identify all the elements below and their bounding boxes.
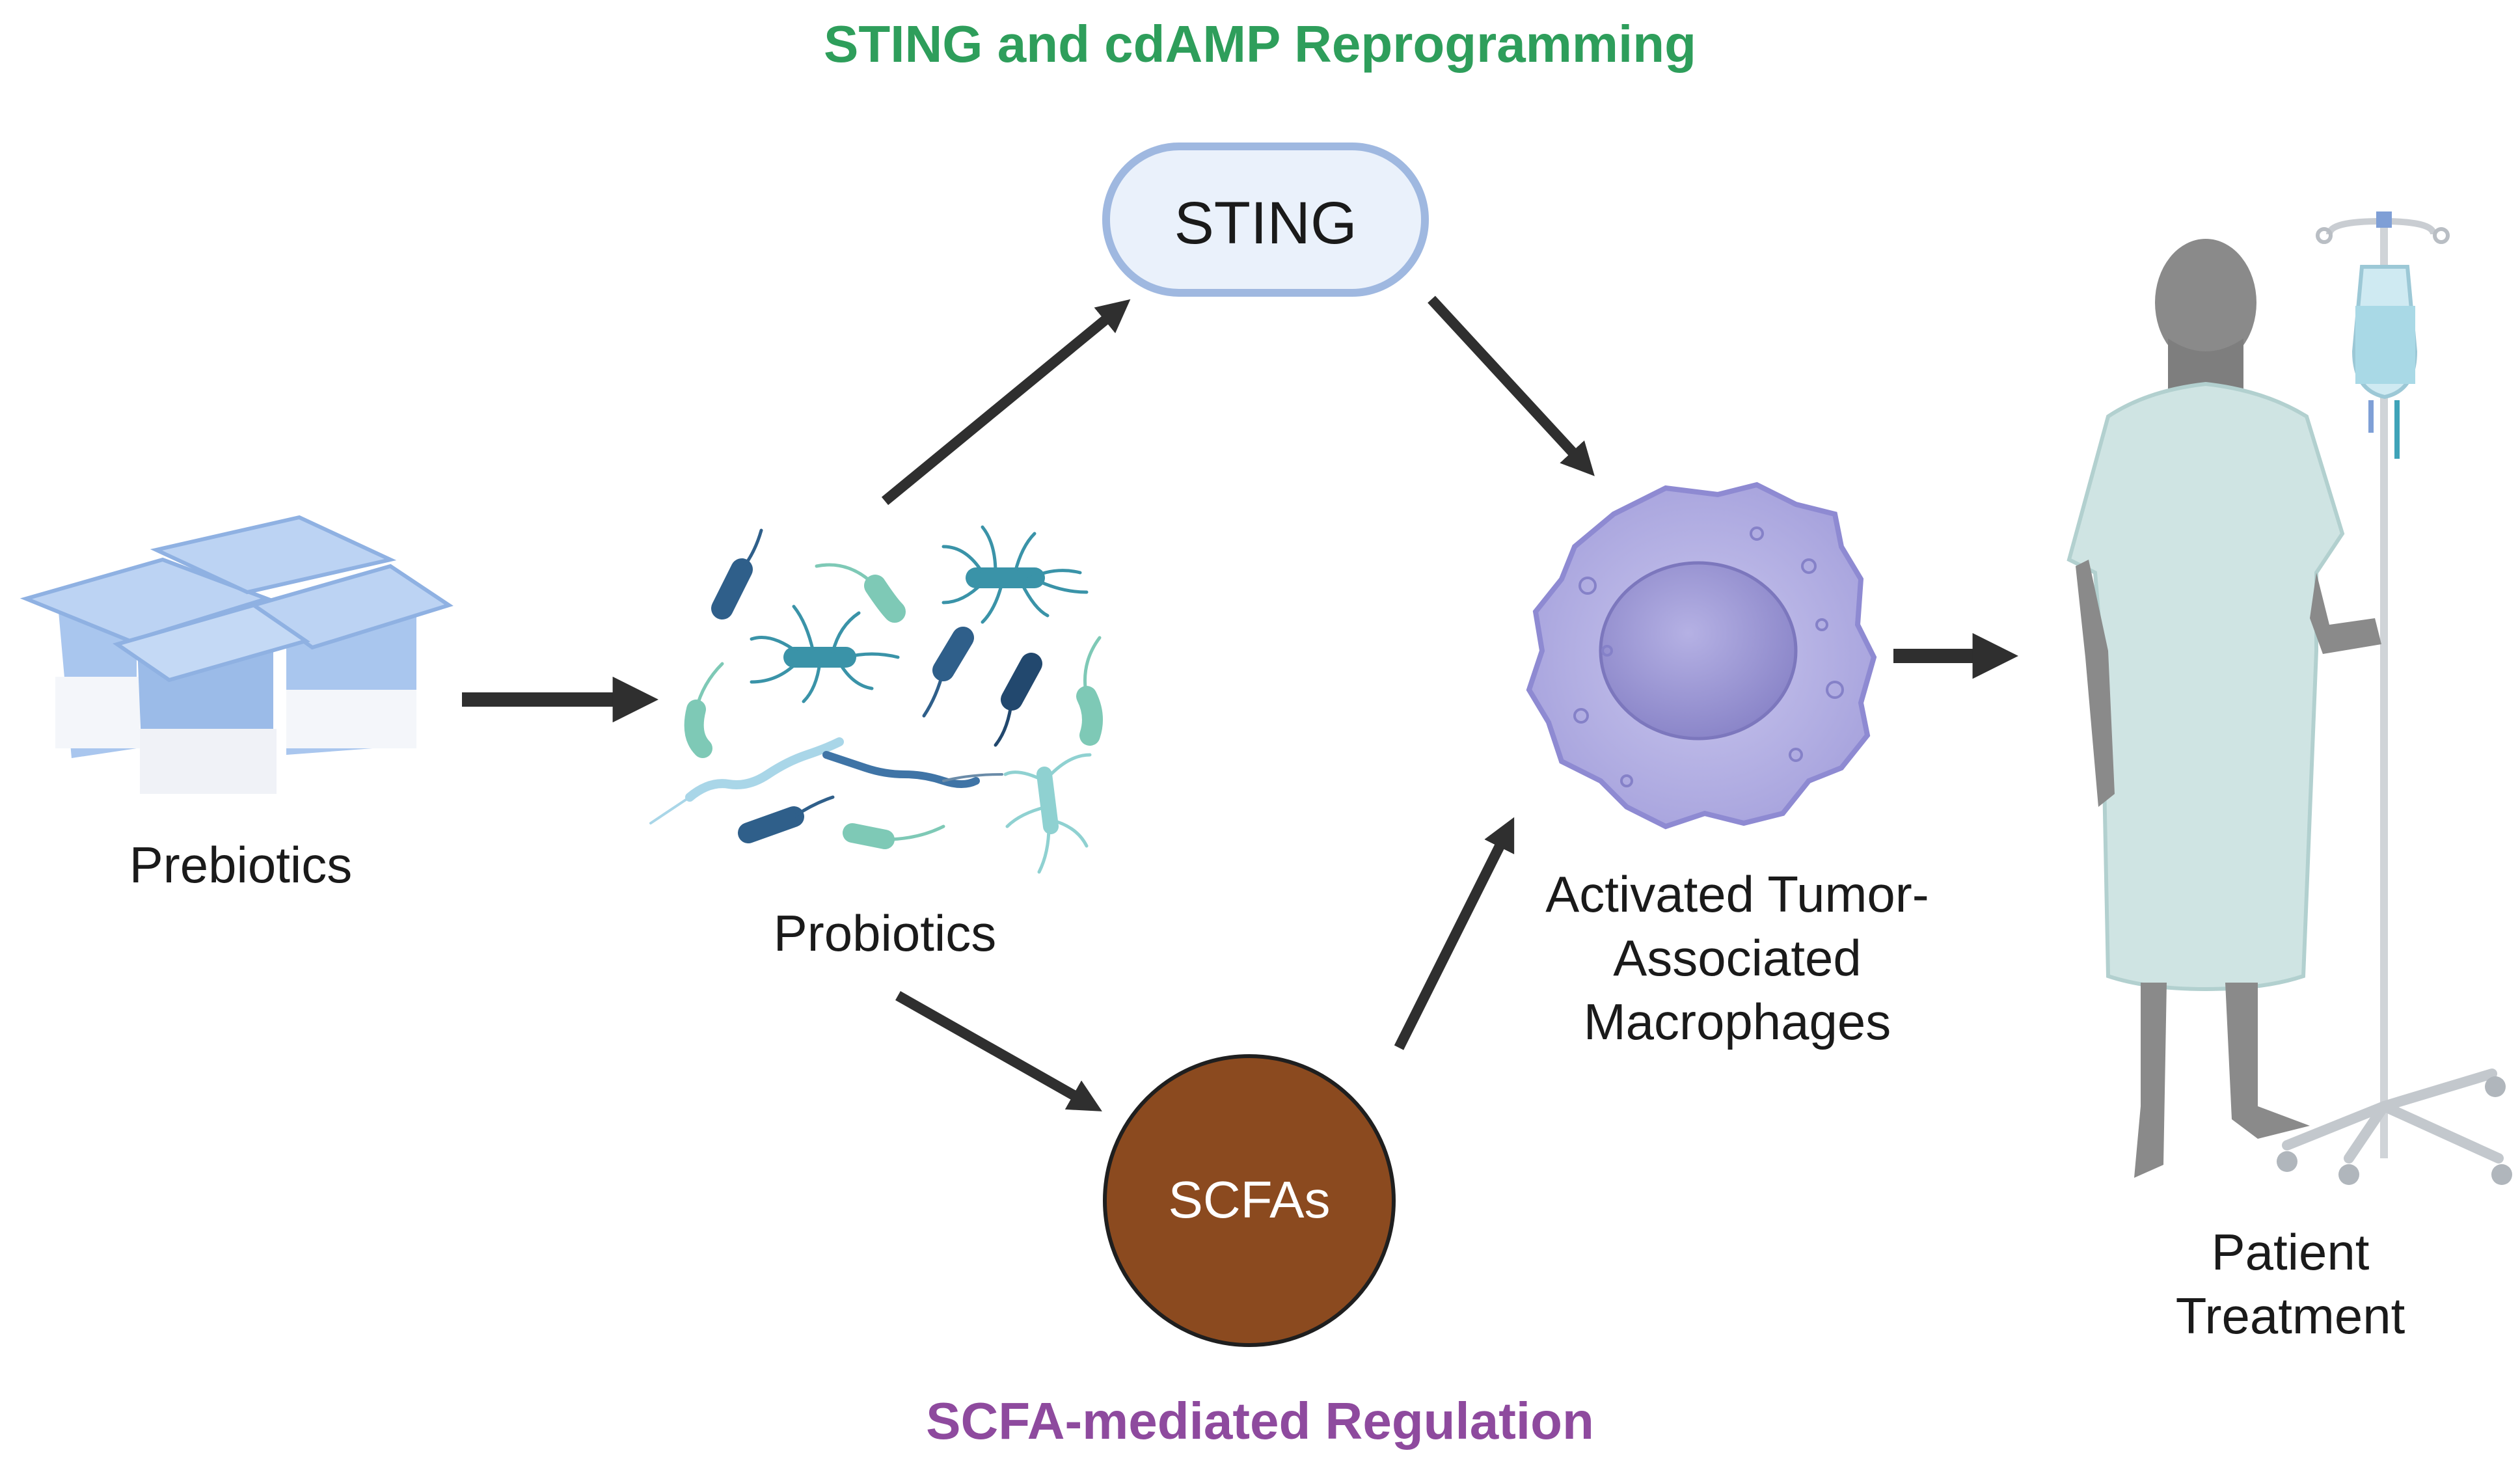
- arrow-probiotics-to-sting: [881, 299, 1131, 506]
- probiotics-label: Probiotics: [773, 905, 997, 962]
- patient-with-iv-icon: [2066, 211, 2512, 1185]
- macrophage-cell-icon: [1526, 482, 1877, 830]
- scfa-pathway-title: SCFA-mediated Regulation: [926, 1392, 1594, 1450]
- arrow-probiotics-to-scfas: [895, 991, 1102, 1111]
- sting-pathway-title: STING and cdAMP Reprogramming: [824, 15, 1696, 73]
- macrophage-label-line2: Associated: [1613, 929, 1862, 987]
- arrow-scfas-to-macrophage: [1394, 817, 1515, 1050]
- arrows: [462, 295, 2018, 1111]
- macrophage-label-line1: Activated Tumor-: [1545, 865, 1929, 923]
- sting-label: STING: [1174, 190, 1357, 256]
- yogurt-cups-icon: [20, 515, 454, 794]
- patient-figure-icon: [2066, 239, 2381, 1178]
- prebiotics-label: Prebiotics: [129, 836, 353, 893]
- arrow-sting-to-macrophage: [1428, 295, 1595, 476]
- iv-pole-icon: [2277, 211, 2512, 1185]
- sting-box: [1102, 143, 1429, 297]
- scfas-circle: [1103, 1054, 1396, 1347]
- macrophage-label-line3: Macrophages: [1583, 993, 1891, 1050]
- patient-label-line1: Patient: [2211, 1223, 2370, 1281]
- bacteria-cluster-icon: [649, 525, 1103, 874]
- patient-label-line2: Treatment: [2175, 1287, 2405, 1344]
- scfas-label: SCFAs: [1168, 1171, 1331, 1229]
